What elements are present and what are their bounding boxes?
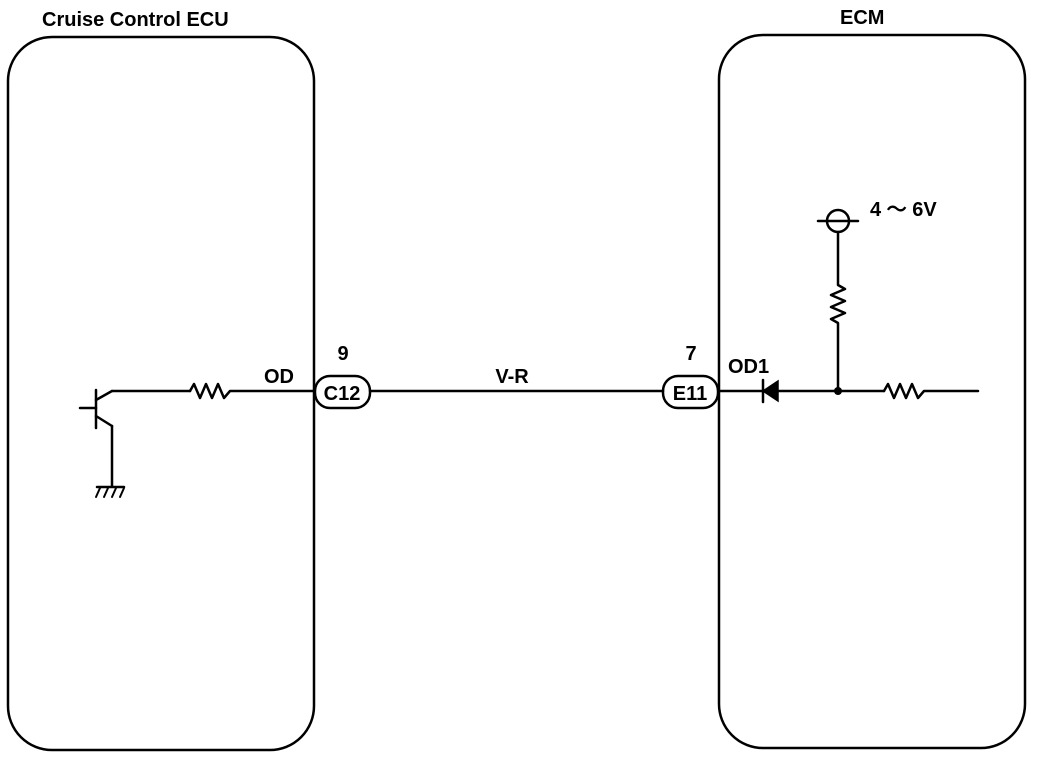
connector-c12: C12 [313,374,372,410]
voltage-label: 4 ～ 6V [870,199,937,221]
diode-symbol [761,378,779,404]
transistor-symbol [78,388,192,488]
resistor-ecm-pullup-symbol [829,230,847,393]
terminal-od-label: OD [264,366,294,388]
voltage-source-symbol [816,208,860,234]
cruise-control-ecu-box [6,35,316,752]
ground-symbol [95,485,126,498]
resistor-ecm-horizontal-symbol [882,382,980,400]
connector-c12-id: C12 [324,383,361,405]
connector-e11-id: E11 [673,383,707,405]
wire-color-label: V-R [495,366,529,388]
connector-e11: E11 [661,374,720,410]
ecm-title: ECM [840,7,884,29]
connector-e11-pin: 7 [685,343,696,365]
cruise-control-ecu-title: Cruise Control ECU [42,9,229,31]
resistor-ecu-symbol [188,382,316,400]
connector-c12-pin: 9 [337,343,348,365]
terminal-od1-label: OD1 [728,356,769,378]
